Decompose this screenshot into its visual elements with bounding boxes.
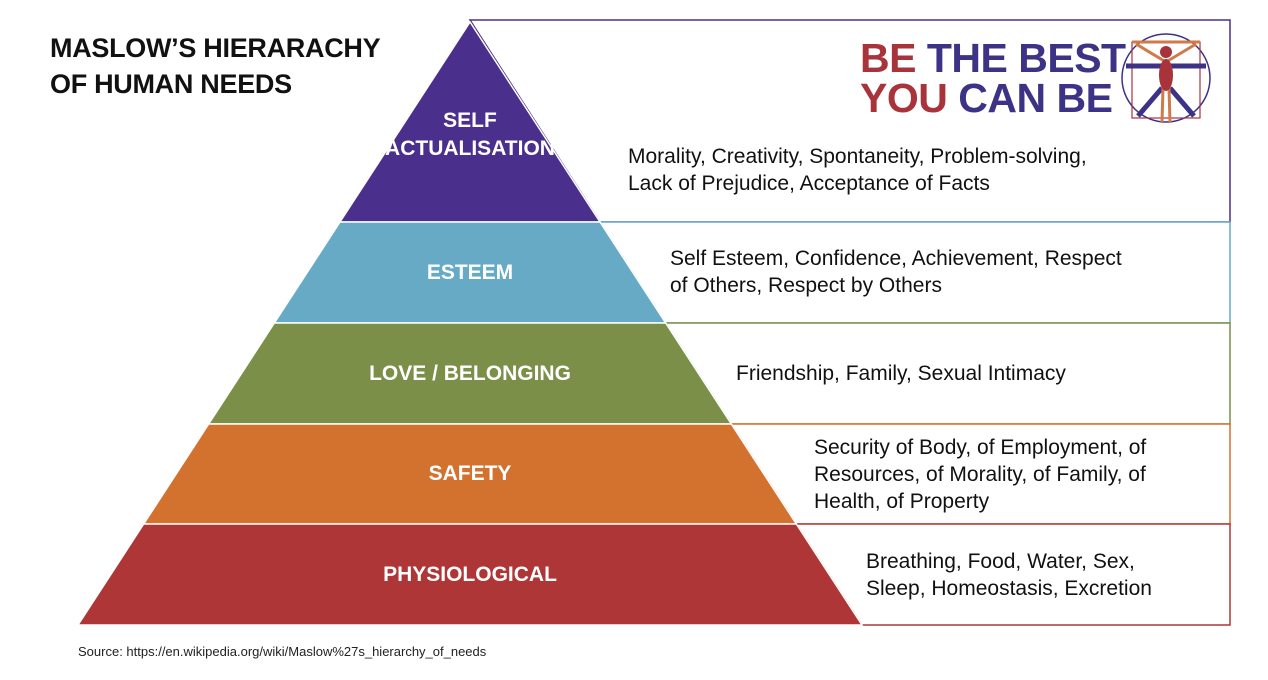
logo-text: YOU (860, 75, 948, 121)
layer-label: PHYSIOLOGICAL (320, 561, 620, 589)
description-line: of Others, Respect by Others (670, 274, 942, 297)
description-line: Sleep, Homeostasis, Excretion (866, 577, 1152, 600)
layer-label: SAFETY (320, 460, 620, 488)
description-line: Resources, of Morality, of Family, of (814, 463, 1146, 486)
layer-description: Security of Body, of Employment, of Resou… (814, 434, 1146, 515)
description-line: Friendship, Family, Sexual Intimacy (736, 362, 1066, 385)
description-line: Health, of Property (814, 490, 990, 513)
page-title: MASLOW’S HIERARACHY OF HUMAN NEEDS (50, 30, 381, 102)
description-line: Morality, Creativity, Spontaneity, Probl… (628, 145, 1087, 168)
layer-description: Morality, Creativity, Spontaneity, Probl… (628, 143, 1087, 197)
layer-label-line: ESTEEM (426, 260, 514, 284)
description-line: Breathing, Food, Water, Sex, (866, 550, 1135, 573)
layer-description: Breathing, Food, Water, Sex, Sleep, Homeo… (866, 548, 1152, 602)
description-line: Lack of Prejudice, Acceptance of Facts (628, 172, 990, 195)
source-citation: Source: https://en.wikipedia.org/wiki/Ma… (78, 644, 487, 659)
layer-description: Friendship, Family, Sexual Intimacy (736, 360, 1066, 387)
pyramid-layer (76, 523, 864, 626)
layer-label: ESTEEM (320, 259, 620, 287)
title-line-2: OF HUMAN NEEDS (50, 69, 292, 99)
layer-label-line: PHYSIOLOGICAL (383, 562, 557, 586)
layer-label-line: SELF (443, 109, 497, 132)
layer-description: Self Esteem, Confidence, Achievement, Re… (670, 245, 1122, 299)
vitruvian-man-icon (1121, 33, 1211, 123)
logo-text: CAN BE (947, 75, 1113, 121)
layer-label: SELF ACTUALISATION (320, 107, 620, 163)
layer-label: LOVE / BELONGING (320, 360, 620, 388)
logo-text: THE BEST (915, 35, 1126, 81)
layer-label-line: LOVE / BELONGING (369, 361, 571, 385)
layer-label-line: ACTUALISATION (385, 137, 555, 160)
description-line: Security of Body, of Employment, of (814, 436, 1147, 459)
layer-label-line: SAFETY (428, 462, 512, 485)
title-line-1: MASLOW’S HIERARACHY (50, 33, 381, 63)
description-line: Self Esteem, Confidence, Achievement, Re… (670, 247, 1122, 270)
be-the-best-logo: BE THE BEST YOU CAN BE (860, 35, 1126, 121)
logo-text: BE (860, 35, 916, 81)
